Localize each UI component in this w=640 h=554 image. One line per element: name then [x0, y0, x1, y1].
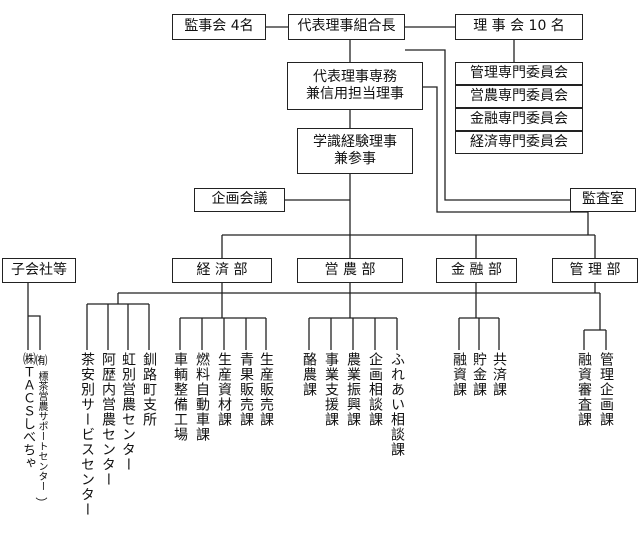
finance-division-box: 金 融 部: [436, 258, 517, 283]
branch-kushiro-town: 釧路町支所: [141, 352, 157, 427]
planning-meeting-box: 企画会議: [194, 188, 285, 212]
expert-director-box: 学識経験理事 兼参事: [297, 128, 413, 174]
finance-unit-mutual-aid: 共済課: [491, 352, 507, 397]
agriculture-unit-promotion: 農業振興課: [345, 352, 361, 427]
finance-unit-savings: 貯金課: [471, 352, 487, 397]
economic-unit-fuel-auto: 燃料自動車課: [194, 352, 210, 442]
branch-nijibetsu: 虹別営農センター: [120, 352, 136, 472]
economic-unit-produce-sales: 青果販売課: [238, 352, 254, 427]
management-unit-planning: 管理企画課: [598, 352, 614, 427]
committee-finance: 金融専門委員会: [455, 108, 583, 131]
agriculture-division-box: 営 農 部: [297, 258, 403, 283]
economic-unit-materials: 生産資材課: [216, 352, 232, 427]
economic-unit-production-sales: 生産販売課: [258, 352, 274, 427]
management-unit-loan-review: 融資審査課: [576, 352, 592, 427]
branch-arekinai: 阿歴内営農センター: [100, 352, 116, 487]
agriculture-unit-dairy: 酪農課: [301, 352, 317, 397]
committee-management: 管理専門委員会: [455, 62, 583, 85]
audit-office-box: 監査室: [570, 188, 636, 212]
committee-economic: 経済専門委員会: [455, 131, 583, 154]
shibecha-support-label: ㈲ 標茶営農サポートセンター ）: [33, 352, 49, 514]
agriculture-unit-business-support: 事業支援課: [323, 352, 339, 427]
economic-unit-vehicle-shop: 車輌整備工場: [172, 352, 188, 442]
executive-director-box: 代表理事専務 兼信用担当理事: [287, 62, 423, 110]
committee-agriculture: 営農専門委員会: [455, 85, 583, 108]
shibecha-tail: ）: [34, 497, 48, 510]
subsidiaries-box: 子会社等: [2, 258, 76, 283]
agriculture-unit-planning: 企画相談課: [367, 352, 383, 427]
shibecha-prefix: ㈲: [34, 354, 48, 367]
tacs-shibecha-label: ㈱ＴＡＣＳしべちゃ: [20, 352, 35, 469]
agriculture-unit-fureai: ふれあい相談課: [389, 352, 405, 457]
board-box: 理 事 会 10 名: [455, 14, 583, 40]
president-box: 代表理事組合長: [288, 14, 405, 40]
economic-division-box: 経 済 部: [172, 258, 272, 283]
shibecha-name: 標茶営農サポートセンター: [36, 371, 47, 491]
branch-chaanbetsu: 茶安別サービスセンター: [79, 352, 95, 517]
management-division-box: 管 理 部: [552, 258, 638, 283]
finance-unit-loans: 融資課: [451, 352, 467, 397]
auditors-box: 監事会 4名: [172, 14, 266, 40]
